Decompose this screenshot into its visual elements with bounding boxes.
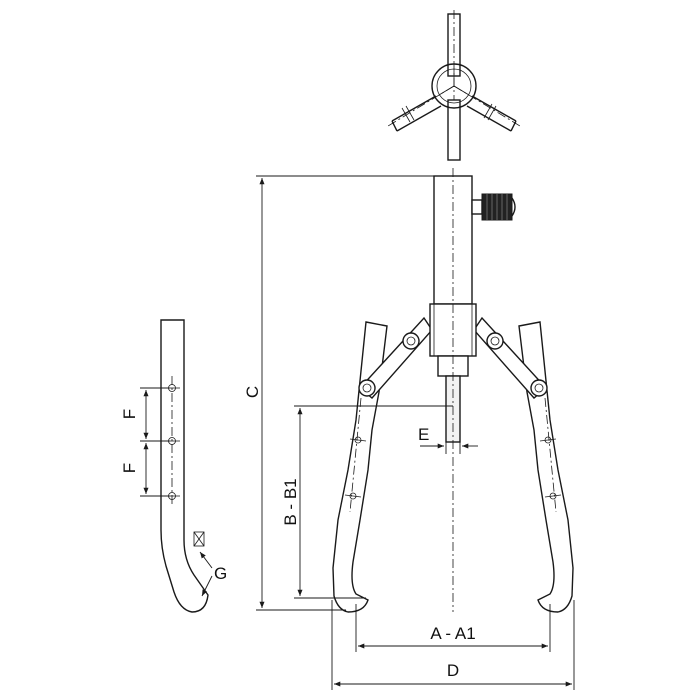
label-F-lower: F [120, 463, 139, 473]
label-F-upper: F [120, 409, 139, 419]
dimension-F: F F [120, 387, 170, 497]
dimension-G: G [199, 551, 227, 597]
top-view-arm-left [387, 85, 455, 132]
right-arm-holes [539, 397, 562, 513]
hydraulic-coupler [471, 193, 516, 221]
jaw-detail-box [193, 531, 205, 547]
right-arm [518, 321, 574, 613]
label-G: G [214, 564, 227, 583]
top-view-arm-right [453, 85, 521, 132]
top-view-hub [431, 63, 477, 109]
dimension-E: E [418, 425, 478, 454]
dimension-A-A1: A - A1 [355, 604, 551, 652]
dimension-D: D [331, 600, 575, 690]
side-view-jaw [160, 319, 209, 613]
label-D: D [447, 661, 459, 680]
front-view-puller [332, 168, 574, 613]
label-E: E [418, 425, 429, 444]
dimension-C: C [243, 175, 434, 611]
label-C: C [243, 386, 262, 398]
left-arm-holes [344, 397, 367, 513]
label-A-A1: A - A1 [430, 624, 475, 643]
top-view [387, 10, 521, 161]
dimension-B-B1: B - B1 [281, 405, 453, 599]
label-B-B1: B - B1 [281, 478, 300, 525]
left-arm [332, 321, 388, 613]
